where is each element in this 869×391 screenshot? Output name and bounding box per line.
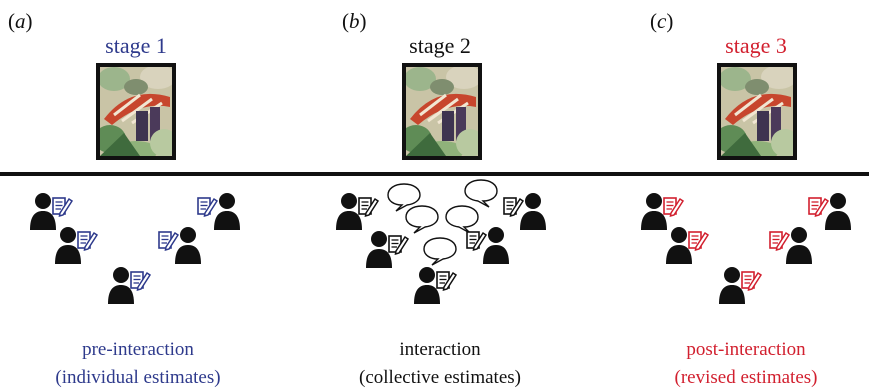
individuals-group [30, 178, 250, 328]
person-with-document-icon [197, 192, 242, 232]
speech-bubble-icon [404, 204, 440, 234]
person-with-document-icon [108, 266, 152, 306]
collective-estimates-label: (collective estimates) [359, 367, 521, 388]
revised-estimates-label: (revised estimates) [674, 367, 818, 388]
stage-1-label: stage 1 [105, 33, 167, 58]
panel-letter-c: (c) [650, 9, 674, 33]
person-with-document-icon [466, 226, 511, 266]
panel-letter-b: (b) [342, 9, 367, 33]
painting-image-stage-3 [717, 63, 797, 160]
person-with-document-icon [666, 226, 710, 266]
stage-3-label: stage 3 [725, 33, 787, 58]
person-with-document-icon [158, 226, 203, 266]
panel-letter-a: (a) [8, 9, 33, 33]
painting-image-stage-2 [402, 63, 482, 160]
speech-bubble-icon [386, 182, 422, 212]
interaction-group [336, 178, 556, 328]
speech-bubble-icon [422, 236, 458, 266]
person-with-document-icon [769, 226, 814, 266]
person-with-document-icon [55, 226, 99, 266]
person-with-document-icon [366, 230, 410, 270]
person-with-document-icon [719, 266, 763, 306]
painting-image-stage-1 [96, 63, 176, 160]
individual-estimates-label: (individual estimates) [55, 367, 221, 388]
revised-group [641, 178, 861, 328]
person-with-document-icon [414, 266, 458, 306]
post-interaction-label: post-interaction [686, 339, 806, 360]
divider-line [0, 172, 869, 176]
person-with-document-icon [641, 192, 685, 232]
person-with-document-icon [503, 192, 548, 232]
interaction-label: interaction [399, 339, 481, 360]
speech-bubble-icon [463, 178, 499, 208]
pre-interaction-label: pre-interaction [82, 339, 194, 360]
person-with-document-icon [336, 192, 380, 232]
person-with-document-icon [808, 192, 853, 232]
person-with-document-icon [30, 192, 74, 232]
stage-2-label: stage 2 [409, 33, 471, 58]
